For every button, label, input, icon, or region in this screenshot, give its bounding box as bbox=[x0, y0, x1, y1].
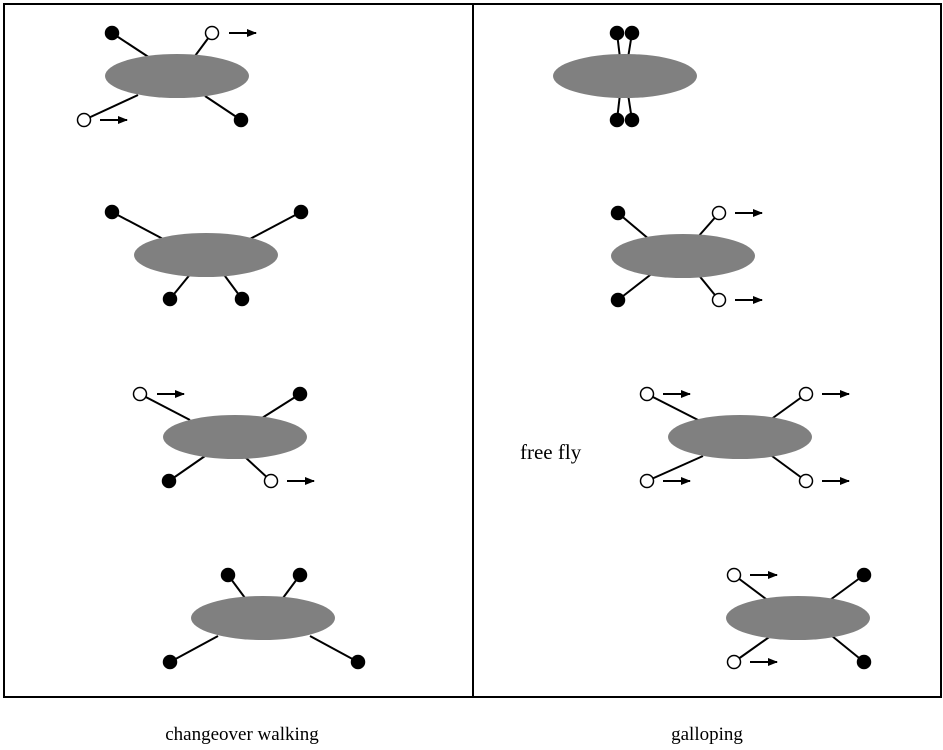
walking-pose-2 bbox=[104, 204, 309, 307]
lifted-foot bbox=[639, 473, 655, 489]
planted-foot bbox=[350, 654, 366, 670]
lifted-foot bbox=[798, 386, 814, 402]
body-ellipse bbox=[105, 54, 249, 98]
planted-foot bbox=[610, 205, 626, 221]
lifted-foot bbox=[726, 567, 742, 583]
gallop-pose-2 bbox=[610, 205, 763, 308]
walking-pose-3 bbox=[132, 386, 315, 489]
planted-foot bbox=[104, 25, 120, 41]
lifted-foot bbox=[639, 386, 655, 402]
lifted-foot bbox=[711, 292, 727, 308]
left-panel-caption: changeover walking bbox=[165, 724, 319, 745]
right-panel-caption: galloping bbox=[671, 724, 743, 745]
planted-foot bbox=[104, 204, 120, 220]
planted-foot bbox=[234, 291, 250, 307]
planted-foot bbox=[856, 654, 872, 670]
gallop-pose-3 bbox=[639, 386, 850, 489]
lifted-foot bbox=[711, 205, 727, 221]
walking-pose-4 bbox=[162, 567, 366, 670]
planted-foot bbox=[292, 567, 308, 583]
body-ellipse bbox=[134, 233, 278, 277]
planted-foot bbox=[162, 654, 178, 670]
right-panel: free fly bbox=[520, 25, 872, 670]
planted-foot bbox=[609, 25, 625, 41]
left-panel bbox=[76, 25, 366, 670]
body-ellipse bbox=[668, 415, 812, 459]
planted-foot bbox=[220, 567, 236, 583]
body-ellipse bbox=[163, 415, 307, 459]
planted-foot bbox=[162, 291, 178, 307]
lifted-foot bbox=[726, 654, 742, 670]
planted-foot bbox=[293, 204, 309, 220]
free-fly-label: free fly bbox=[520, 440, 582, 464]
lifted-foot bbox=[798, 473, 814, 489]
planted-foot bbox=[610, 292, 626, 308]
walking-pose-1 bbox=[76, 25, 257, 128]
planted-foot bbox=[856, 567, 872, 583]
planted-foot bbox=[233, 112, 249, 128]
body-ellipse bbox=[611, 234, 755, 278]
body-ellipse bbox=[553, 54, 697, 98]
gallop-pose-1 bbox=[553, 25, 697, 128]
planted-foot bbox=[624, 112, 640, 128]
planted-foot bbox=[161, 473, 177, 489]
planted-foot bbox=[609, 112, 625, 128]
lifted-foot bbox=[76, 112, 92, 128]
planted-foot bbox=[624, 25, 640, 41]
body-ellipse bbox=[191, 596, 335, 640]
lifted-foot bbox=[132, 386, 148, 402]
lifted-foot bbox=[204, 25, 220, 41]
body-ellipse bbox=[726, 596, 870, 640]
gallop-pose-4 bbox=[726, 567, 872, 670]
lifted-foot bbox=[263, 473, 279, 489]
planted-foot bbox=[292, 386, 308, 402]
